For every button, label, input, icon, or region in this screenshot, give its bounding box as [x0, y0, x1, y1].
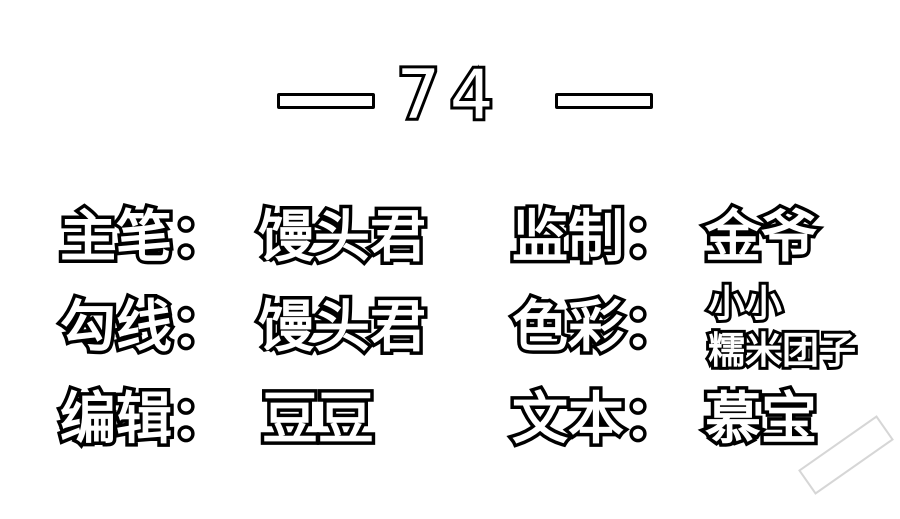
supervisor-value: 金爷 [702, 205, 821, 270]
color-label: 色彩： [509, 295, 684, 360]
writer-value: 馒头君 [255, 205, 430, 270]
text-value: 慕宝 [702, 387, 821, 452]
editor-label: 编辑： [57, 387, 232, 452]
color-value-line1: 小小 [705, 282, 785, 325]
editor-value: 豆豆 [259, 387, 378, 452]
supervisor-label: 监制： [509, 205, 684, 270]
text-label: 文本： [509, 387, 684, 452]
lineart-label: 勾线： [57, 295, 232, 360]
right-dash [555, 93, 653, 109]
writer-label: 主笔： [57, 205, 232, 270]
color-value-line2: 糯米团子 [705, 329, 859, 372]
lineart-value: 馒头君 [255, 295, 430, 360]
left-dash [277, 93, 375, 109]
chapter-number: 74 [394, 56, 504, 135]
